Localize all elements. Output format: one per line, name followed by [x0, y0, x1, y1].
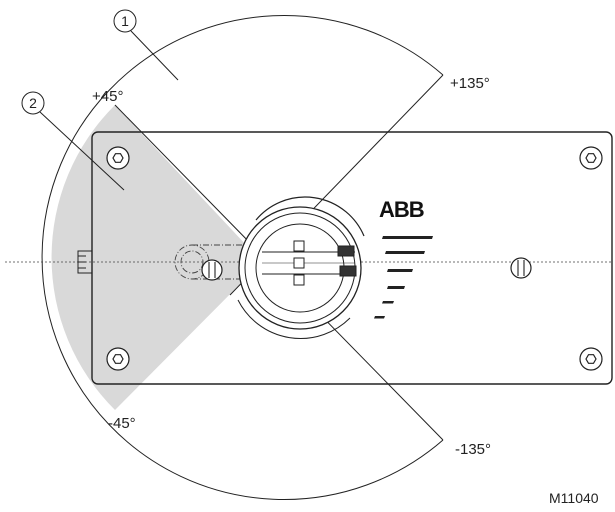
callout-1: 1: [113, 9, 179, 81]
rotation-range-arc: [41, 15, 444, 500]
brand-logo: ABB: [379, 197, 424, 222]
slotted-screw-left: [201, 259, 223, 281]
hex-bolt-bottom-right: [579, 347, 603, 371]
angle-label-minus-45: -45°: [108, 415, 136, 432]
hex-bolt-bottom-left: [106, 347, 130, 371]
angle-label-plus-45: +45°: [92, 88, 123, 105]
shaded-sector-area: [51, 105, 262, 410]
callout-1-number: 1: [121, 13, 129, 29]
hex-bolt-top-right: [579, 146, 603, 170]
dial-lever: [262, 240, 357, 286]
side-connector: [77, 250, 93, 274]
figure-reference: M11040: [549, 490, 599, 506]
callout-2: 2: [21, 91, 125, 191]
hex-bolt-top-left: [106, 146, 130, 170]
angle-label-plus-135: +135°: [450, 75, 490, 92]
slotted-screw-right: [510, 257, 532, 279]
callout-2-number: 2: [29, 95, 37, 111]
scale-bars: [374, 236, 433, 319]
angle-label-minus-135: -135°: [455, 441, 491, 458]
